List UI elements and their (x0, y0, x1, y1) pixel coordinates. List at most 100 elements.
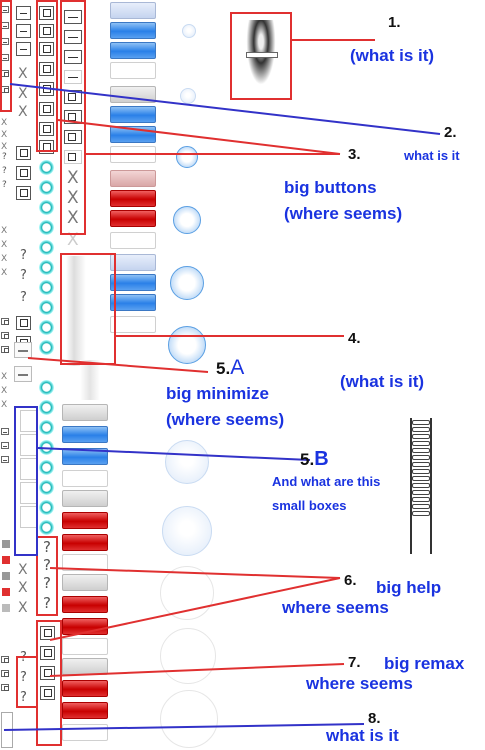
help-glyph: ? (20, 290, 27, 305)
big-button-tile-blue (110, 294, 156, 311)
annotation-text-1: (what is it) (350, 46, 435, 65)
tiny-help-glyph: ? (2, 180, 7, 190)
annotation-box-glyph-col (36, 0, 58, 152)
color-swatch-grey (2, 604, 10, 612)
maximize-glyph (39, 122, 54, 136)
help-glyph: ? (20, 690, 27, 705)
annotation-text-5a-line2: (where seems) (166, 410, 285, 429)
ladder-rail-left (410, 418, 412, 554)
ladder-rung (412, 504, 430, 509)
big-minimize-glyph (64, 70, 82, 84)
ladder-rung (412, 476, 430, 481)
annotation-line-7 (49, 663, 345, 677)
tiny-close-glyph: X (1, 268, 8, 278)
close-glyph: X (18, 66, 28, 82)
bubble-icon (165, 440, 209, 484)
annotation-number-8: 8. (368, 710, 381, 727)
tiny-close-glyph: X (1, 240, 8, 250)
teal-ring-icon (39, 320, 54, 335)
big-button-tile-red (62, 680, 108, 697)
tiny-close-glyph: X (1, 400, 8, 410)
annotation-number-5b-num: 5. (300, 450, 315, 469)
annotation-number-1: 1. (388, 14, 401, 31)
tiny-maximize-glyph (1, 656, 9, 663)
ladder-rung (412, 427, 430, 432)
tiny-minimize-glyph (1, 442, 9, 449)
bubble-icon (173, 206, 201, 234)
big-minimize-glyph (64, 30, 82, 44)
minimize-glyph (16, 24, 31, 38)
big-minimize-button (14, 366, 32, 382)
big-help-glyph: ? (43, 538, 51, 556)
tiny-close-glyph: X (1, 130, 8, 140)
big-help-glyph: ? (43, 594, 51, 612)
bubble-icon (182, 24, 196, 38)
big-button-tile-red (110, 210, 156, 227)
annotation-text-5b-line1: And what are this (272, 474, 381, 489)
annotation-number-3: 3. (348, 146, 361, 163)
ladder-rung (412, 448, 430, 453)
color-swatch-grey (2, 540, 10, 548)
teal-ring-icon (39, 400, 54, 415)
close-glyph: X (18, 600, 28, 616)
teal-ring-icon (39, 380, 54, 395)
teal-ring-icon (39, 340, 54, 355)
maximize-glyph (39, 102, 54, 116)
big-button-tile-red (62, 702, 108, 719)
tiny-maximize-glyph (1, 684, 9, 691)
annotation-number-2: 2. (444, 124, 457, 141)
teal-ring-icon (39, 200, 54, 215)
small-boxes-ladder (410, 418, 432, 554)
teal-ring-icon (39, 520, 54, 535)
teal-ring-icon (39, 460, 54, 475)
ladder-rail-right (430, 418, 432, 554)
annotation-text-6: where seems (282, 598, 389, 617)
big-restore-glyph (40, 646, 55, 660)
ladder-rung (412, 469, 430, 474)
big-button-tile-red (110, 190, 156, 207)
big-button-tile-light-blue (110, 2, 156, 19)
help-glyph: ? (20, 268, 27, 283)
tiny-close-glyph: X (1, 386, 8, 396)
teal-ring-icon (39, 280, 54, 295)
annotation-box-4 (60, 253, 116, 365)
big-button-tile-light-blue (110, 254, 156, 271)
bubble-icon (180, 88, 196, 104)
big-button-tile-grey (62, 404, 108, 421)
color-swatch-red (2, 556, 10, 564)
tiny-help-glyph: ? (2, 152, 7, 162)
annotation-box-5b (14, 406, 38, 556)
teal-ring-icon (39, 480, 54, 495)
bubble-icon (160, 566, 214, 620)
big-button-tile-red (62, 596, 108, 613)
annotation-text-8: what is it (326, 726, 399, 745)
bubble-icon (160, 690, 218, 748)
close-glyph: X (18, 86, 28, 102)
annotation-number-5a-letter: A (230, 356, 245, 379)
annotation-number-4: 4. (348, 330, 361, 347)
ladder-rung (412, 511, 430, 516)
ladder-rung (412, 420, 430, 425)
annotation-text-2: what is it (404, 148, 460, 163)
tiny-maximize-glyph (1, 318, 9, 325)
blurred-glyph-strip (66, 256, 86, 366)
tiny-maximize-glyph (1, 346, 9, 353)
annotation-line-8 (3, 723, 365, 731)
tiny-maximize-glyph (1, 332, 9, 339)
teal-ring-icon (39, 420, 54, 435)
annotation-line-3a (57, 119, 341, 155)
big-restore-glyph (40, 626, 55, 640)
big-button-tile-grey (62, 574, 108, 591)
annotation-line-2 (9, 83, 441, 135)
teal-ring-icon (39, 500, 54, 515)
ladder-rung (412, 490, 430, 495)
big-button-tile-white (62, 470, 108, 487)
big-button-tile-blue (110, 22, 156, 39)
maximize-glyph (39, 62, 54, 76)
annotation-number-7: 7. (348, 654, 361, 671)
minimize-glyph (16, 6, 31, 20)
annotation-number-5b-letter: B (314, 448, 329, 470)
tiny-close-glyph: X (1, 142, 8, 152)
ladder-rung (412, 483, 430, 488)
